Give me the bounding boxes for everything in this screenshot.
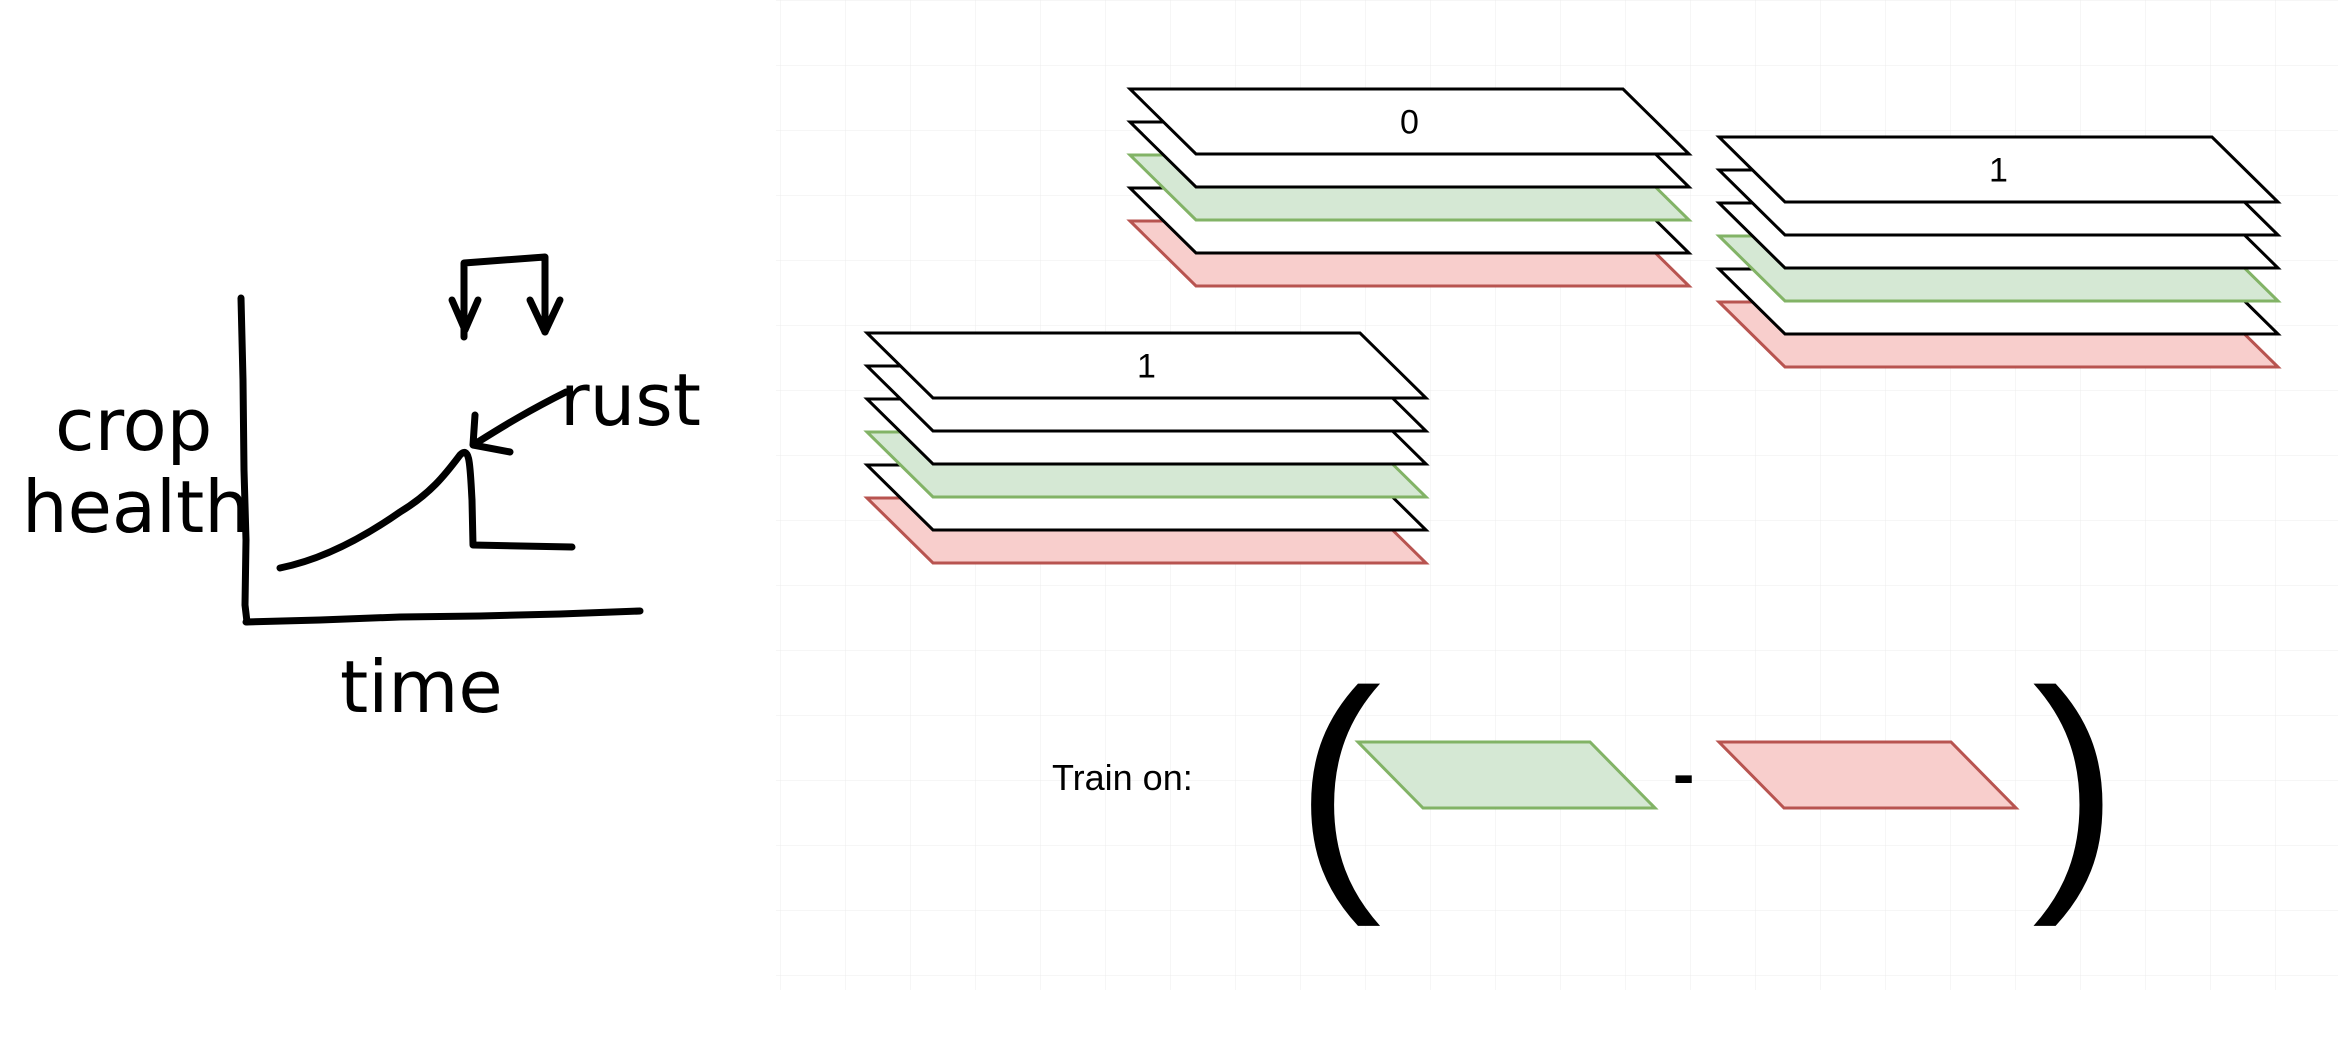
formula-green-term <box>1354 740 1659 810</box>
stack-layer-white <box>1126 87 1693 156</box>
sketch-x-axis <box>242 607 644 626</box>
sketch-y-label-health: health <box>22 465 250 549</box>
formula-red-term <box>1715 740 2020 810</box>
stack-label: 1 <box>1989 152 2008 190</box>
sketch-curve <box>276 449 576 572</box>
sketch-y-label-crop: crop <box>55 383 212 467</box>
formula-operator: - <box>1673 738 1694 810</box>
stack-layer-white <box>863 331 1430 400</box>
stack-label: 0 <box>1400 104 1419 142</box>
stack-label: 1 <box>1137 348 1156 386</box>
formula-prefix: Train on: <box>1052 757 1193 798</box>
formula-open-paren: ( <box>1295 638 1382 929</box>
sketch-bracket <box>460 253 549 341</box>
sketch-labels: crop health time rust <box>22 358 701 729</box>
sketch-y-axis <box>237 294 251 626</box>
train-formula: Train on: ( - ) <box>1052 638 2119 929</box>
sketch-bracket-arrow-right <box>526 296 564 336</box>
layer-stack: 1 <box>1715 135 2282 369</box>
sketch-arrow-head <box>469 411 514 456</box>
sketch-annotation: rust <box>560 358 701 442</box>
sketch-arrow-shaft <box>474 388 570 446</box>
layer-stack: 0 <box>1126 87 1693 288</box>
formula-close-paren: ) <box>2032 638 2119 929</box>
sketch-x-label: time <box>340 645 503 729</box>
layer-stack: 1 <box>863 331 1430 565</box>
hand-drawn-sketch <box>237 253 644 626</box>
sketch-bracket-arrow-left <box>448 296 482 334</box>
stack-layer-white <box>1715 135 2282 204</box>
